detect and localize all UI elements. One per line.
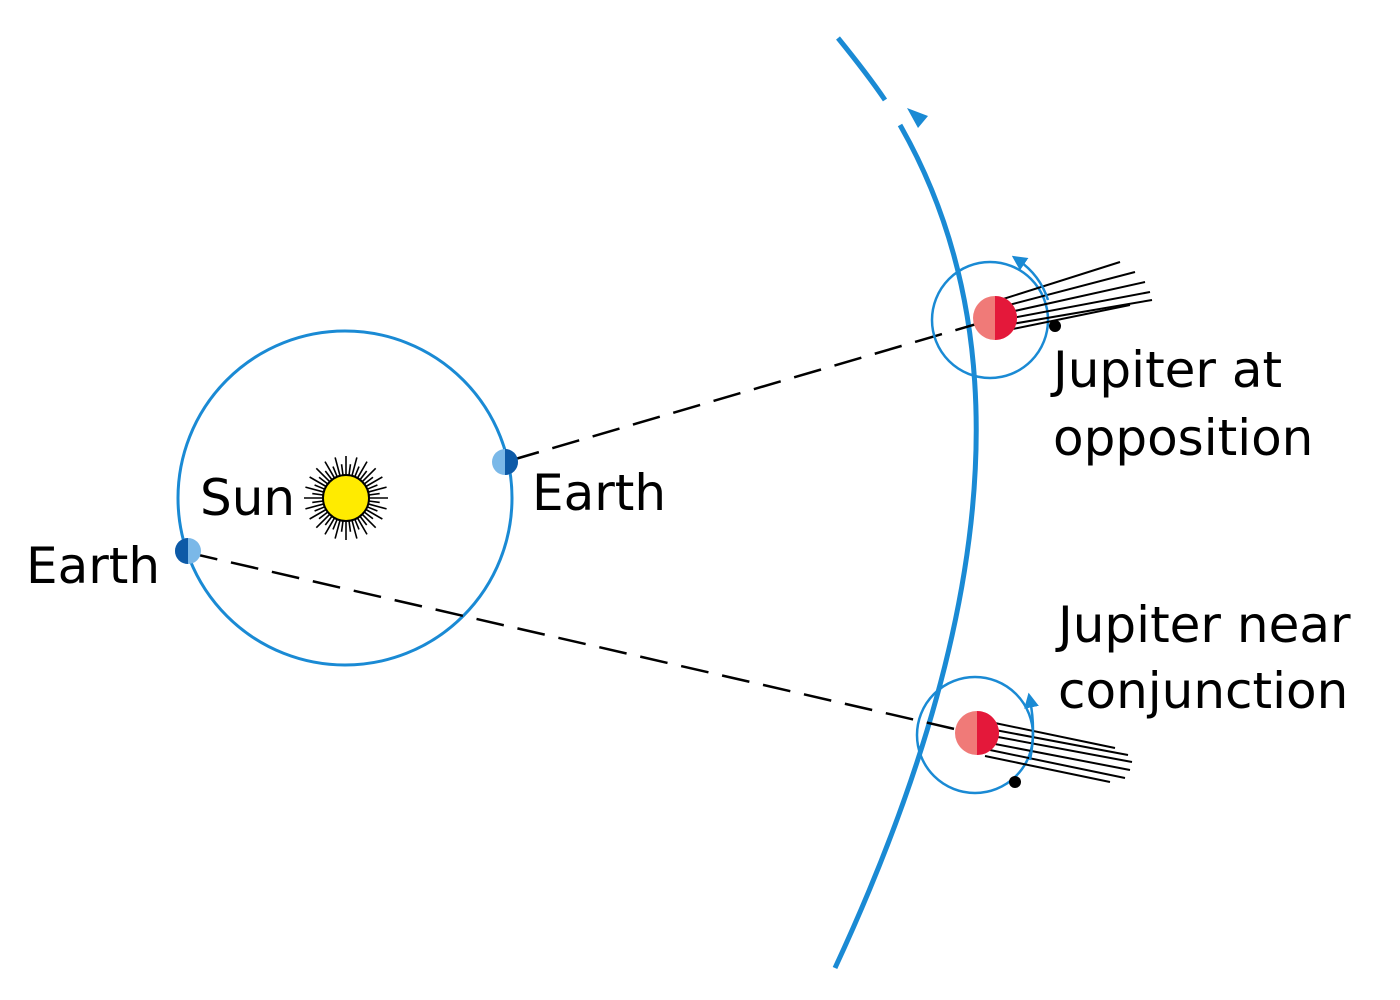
sun-ray (315, 467, 331, 483)
sun-ray (332, 466, 338, 478)
sun-icon (304, 456, 388, 540)
sun-ray (340, 520, 344, 532)
jupiter-opposition-label: Jupiter at (1050, 341, 1282, 399)
sun-ray (305, 503, 324, 510)
sun-ray (348, 464, 352, 476)
sun-ray (324, 461, 336, 479)
sun-ray (361, 513, 377, 529)
sun-ray (368, 500, 380, 504)
sun-ray (366, 506, 378, 512)
sun-ray (351, 457, 358, 476)
sun-ray (312, 492, 324, 496)
sun-ray (366, 484, 378, 490)
orbit-direction-arrow (907, 108, 928, 128)
earth-orbit (176, 329, 514, 667)
sun-ray (368, 492, 380, 496)
sun-ray (314, 506, 326, 512)
earth-icon (175, 538, 201, 564)
moon-direction-arrow (1024, 692, 1039, 761)
sun-ray (365, 476, 383, 488)
sun-ray (365, 508, 383, 520)
conjunction-sightline (189, 551, 973, 735)
moon-icon (1049, 320, 1061, 332)
sun-ray (314, 484, 326, 490)
sun-ray (356, 517, 368, 535)
sun-ray (363, 476, 374, 485)
sun-ray (368, 486, 387, 493)
moon-direction-arrow (1011, 255, 1050, 301)
jupiter-opposition-label: opposition (1053, 409, 1313, 467)
opposition-sightline (511, 318, 991, 462)
earth-icon (492, 449, 518, 475)
sun-ray (332, 518, 338, 530)
jupiter-icon (955, 711, 999, 755)
earth-label: Earth (532, 464, 666, 522)
sun-ray (340, 464, 344, 476)
sunlight-rays (999, 261, 1153, 331)
sun-ray (318, 511, 329, 520)
sun-ray (361, 467, 377, 483)
sun-ray (324, 517, 336, 535)
sun-ray (309, 476, 327, 488)
sun-ray (334, 520, 341, 539)
sun-ray (354, 518, 360, 530)
sunlight-rays (984, 721, 1133, 783)
sun-ray (334, 457, 341, 476)
sun-ray (309, 508, 327, 520)
sun-ray (363, 511, 374, 520)
sun-label: Sun (200, 469, 295, 527)
earth-label: Earth (26, 537, 160, 595)
jupiter-orbit (836, 36, 888, 102)
sun-ray (348, 520, 352, 532)
sun-ray (305, 486, 324, 493)
sun-ray (315, 513, 331, 529)
jupiter-orbit (832, 123, 979, 970)
sun-ray (354, 466, 360, 478)
sun-ray (318, 476, 329, 485)
jupiter-conjunction-label: Jupiter near (1055, 596, 1351, 654)
sun-ray (351, 520, 358, 539)
sun-ray (359, 470, 368, 481)
sun-ray (359, 515, 368, 526)
sun-ray (324, 470, 333, 481)
sun-ray (324, 515, 333, 526)
jupiter-conjunction-label: conjunction (1058, 662, 1348, 720)
sun-ray (368, 503, 387, 510)
sun-ray (312, 500, 324, 504)
jupiter-icon (973, 296, 1017, 340)
moon-orbit (930, 260, 1050, 380)
sun-ray (356, 461, 368, 479)
moon-icon (1009, 776, 1021, 788)
